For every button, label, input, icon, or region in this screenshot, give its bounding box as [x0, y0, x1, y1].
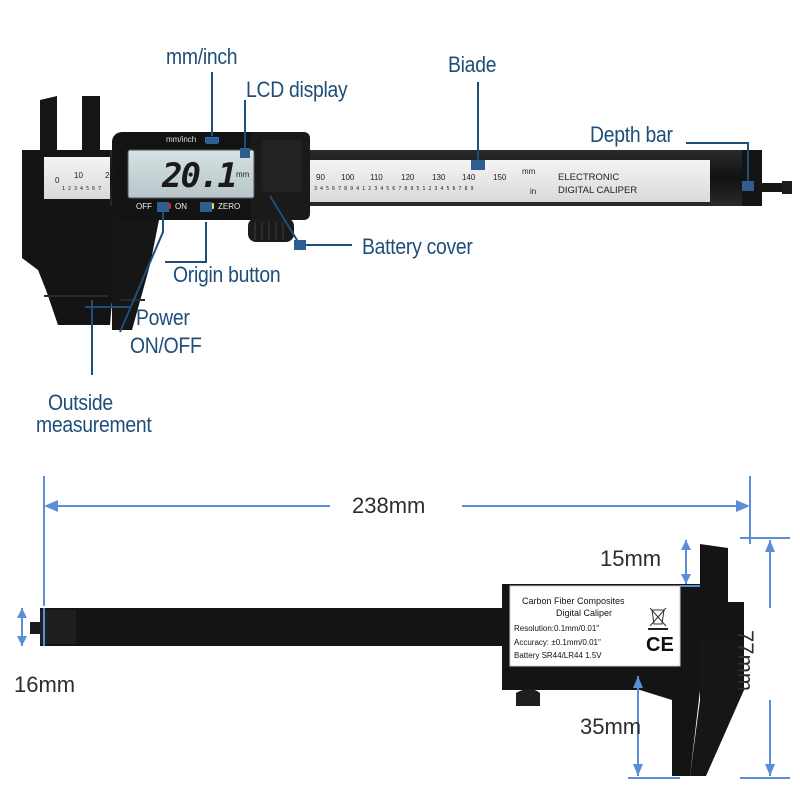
- scale-unit-in: in: [530, 187, 537, 196]
- lcd-unit: mm: [236, 170, 250, 179]
- dim-jaw-bottom: 35mm: [580, 714, 642, 739]
- unit-button-label: mm/inch: [166, 135, 197, 144]
- callout-origin-button: Origin button: [173, 262, 281, 287]
- callout-battery-cover: Battery cover: [362, 234, 473, 259]
- callout-outside: Outside: [48, 390, 113, 415]
- lcd-value: 20.1: [162, 156, 238, 196]
- jaw-scale-0: 0: [55, 176, 60, 185]
- beam-scale-120: 120: [401, 173, 415, 182]
- jaw-scale-20: 20: [105, 171, 114, 180]
- bottom-caliper: [30, 544, 744, 776]
- card-line-3: Resolution:0.1mm/0.01": [514, 624, 600, 633]
- fixed-jaw: [22, 96, 160, 330]
- off-label: OFF: [136, 202, 152, 211]
- beam-scale-140: 140: [462, 173, 476, 182]
- beam-scale-150: 150: [493, 173, 507, 182]
- beam-scale-130: 130: [432, 173, 446, 182]
- card-line-5: Battery SR44/LR44 1.5V: [514, 651, 602, 660]
- jaw-scale-10: 10: [74, 171, 83, 180]
- jaw-inch-scale: 1 2 3 4 5 6 7: [62, 186, 102, 192]
- callout-measurement: measurement: [36, 412, 152, 437]
- depth-bar-rod: [742, 183, 790, 192]
- on-label: ON: [175, 202, 187, 211]
- ce-mark: CE: [646, 634, 674, 656]
- beam-scale-100: 100: [341, 173, 355, 182]
- callout-mm-inch: mm/inch: [166, 44, 238, 69]
- callout-blade: Biade: [448, 52, 497, 77]
- beam-scale-90: 90: [316, 173, 325, 182]
- card-line-1: Carbon Fiber Composites: [522, 596, 625, 606]
- dim-length: 238mm: [352, 493, 426, 518]
- dim-jaw-top: 15mm: [600, 546, 662, 571]
- brand-line-1: ELECTRONIC: [558, 172, 620, 183]
- beam-inch-scale: 3 4 5 6 7 8 9 4 1 2 3 4 5 6 7 8 9 5 1 2 …: [314, 186, 474, 192]
- dim-height: 77mm: [733, 630, 758, 692]
- label-card: [509, 585, 681, 667]
- scale-unit-mm: mm: [522, 167, 536, 176]
- lcd-screen: [127, 149, 255, 199]
- slider-head: [112, 132, 310, 242]
- callout-depth-bar: Depth bar: [590, 122, 673, 147]
- zero-label: ZERO: [218, 202, 241, 211]
- callout-power-onoff: ON/OFF: [130, 333, 202, 358]
- beam-scale-110: 110: [370, 173, 383, 182]
- callout-power: Power: [136, 305, 190, 330]
- card-line-2: Digital Caliper: [556, 608, 613, 618]
- dim-beam: 16mm: [14, 672, 76, 697]
- card-line-4: Accuracy: ±0.1mm/0.01": [514, 638, 601, 647]
- callout-lcd-display: LCD display: [246, 77, 348, 102]
- brand-line-2: DIGITAL CALIPER: [558, 185, 638, 196]
